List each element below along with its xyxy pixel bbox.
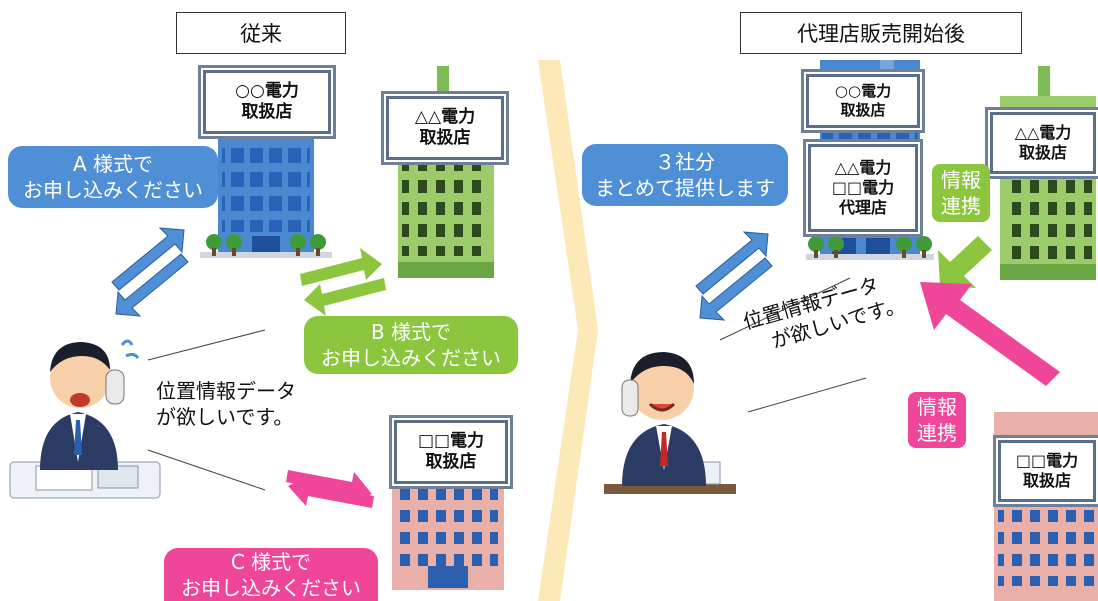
title-before-text: 従来 bbox=[240, 22, 282, 46]
info-pink: 情報 連携 bbox=[908, 392, 966, 448]
sign-ss-left-line1: □□電力 bbox=[417, 430, 485, 451]
title-after-text: 代理店販売開始後 bbox=[797, 22, 965, 46]
sign-tt-left: △△電力 取扱店 bbox=[386, 96, 504, 160]
bubble-three: ３社分 まとめて提供します bbox=[582, 144, 788, 206]
bubble-three-line1: ３社分 bbox=[655, 150, 715, 174]
title-after: 代理店販売開始後 bbox=[740, 12, 1022, 54]
sign-tt-left-line1: △△電力 bbox=[414, 106, 476, 127]
sign-oo-right: ○○電力 取扱店 bbox=[806, 74, 920, 128]
bubble-c: C 様式で お申し込みください bbox=[164, 548, 378, 601]
sign-oo-left-line2: 取扱店 bbox=[241, 102, 293, 122]
sign-agency-line3: 代理店 bbox=[838, 198, 887, 217]
sign-ss-right: □□電力 取扱店 bbox=[998, 440, 1096, 502]
bubble-c-line2: お申し込みください bbox=[181, 575, 361, 600]
sign-ss-left: □□電力 取扱店 bbox=[394, 420, 508, 484]
info-pink-line1: 情報 bbox=[917, 395, 957, 419]
title-before: 従来 bbox=[176, 12, 346, 54]
bubble-b-line1: B 様式で bbox=[370, 320, 452, 344]
arrow-green-right bbox=[938, 236, 992, 288]
sign-oo-left: ○○電力 取扱店 bbox=[203, 70, 331, 134]
arrows-blue-left bbox=[111, 227, 189, 317]
bubble-c-line1: C 様式で bbox=[230, 549, 312, 574]
building-blue-left bbox=[200, 132, 332, 258]
bubble-b-line2: お申し込みください bbox=[321, 346, 501, 370]
divider-chevron bbox=[538, 60, 598, 601]
sign-tt-right-line1: △△電力 bbox=[1014, 123, 1072, 142]
sign-tt-right-line2: 取扱店 bbox=[1018, 143, 1067, 162]
speech-left: 位置情報データ が欲しいです。 bbox=[156, 378, 326, 430]
bubble-b: B 様式で お申し込みください bbox=[304, 316, 518, 374]
smiling-man-illustration bbox=[604, 352, 736, 494]
sign-oo-right-line2: 取扱店 bbox=[840, 101, 886, 119]
sign-ss-right-line1: □□電力 bbox=[1015, 451, 1079, 470]
bubble-a: A 様式で お申し込みください bbox=[8, 146, 218, 208]
sign-agency-line2: □□電力 bbox=[831, 178, 895, 197]
arrow-pink-right bbox=[920, 282, 1060, 386]
bubble-three-line2: まとめて提供します bbox=[595, 176, 775, 200]
sign-oo-right-line1: ○○電力 bbox=[834, 82, 892, 101]
building-green-left bbox=[398, 66, 494, 278]
sign-agency-line1: △△電力 bbox=[834, 158, 892, 177]
bubble-a-line2: お申し込みください bbox=[23, 178, 203, 202]
bubble-a-line1: A 様式で bbox=[72, 152, 154, 176]
info-green: 情報 連携 bbox=[932, 164, 990, 222]
sign-tt-left-line2: 取扱店 bbox=[419, 128, 471, 148]
arrows-blue-right bbox=[695, 231, 773, 321]
info-green-line1: 情報 bbox=[941, 168, 981, 192]
sign-agency: △△電力 □□電力 代理店 bbox=[808, 144, 918, 232]
arrows-pink-left bbox=[286, 470, 374, 508]
info-pink-line2: 連携 bbox=[917, 421, 957, 445]
sign-oo-left-line1: ○○電力 bbox=[235, 80, 299, 101]
sign-tt-right: △△電力 取扱店 bbox=[990, 112, 1096, 174]
info-green-line2: 連携 bbox=[941, 194, 981, 218]
sign-ss-right-line2: 取扱店 bbox=[1022, 471, 1071, 490]
worried-man-illustration bbox=[9, 339, 161, 499]
speech-left-line2: が欲しいです。 bbox=[156, 405, 294, 429]
arrows-green-left bbox=[300, 248, 386, 316]
speech-left-line1: 位置情報データ bbox=[156, 379, 296, 403]
sign-ss-left-line2: 取扱店 bbox=[425, 452, 477, 472]
